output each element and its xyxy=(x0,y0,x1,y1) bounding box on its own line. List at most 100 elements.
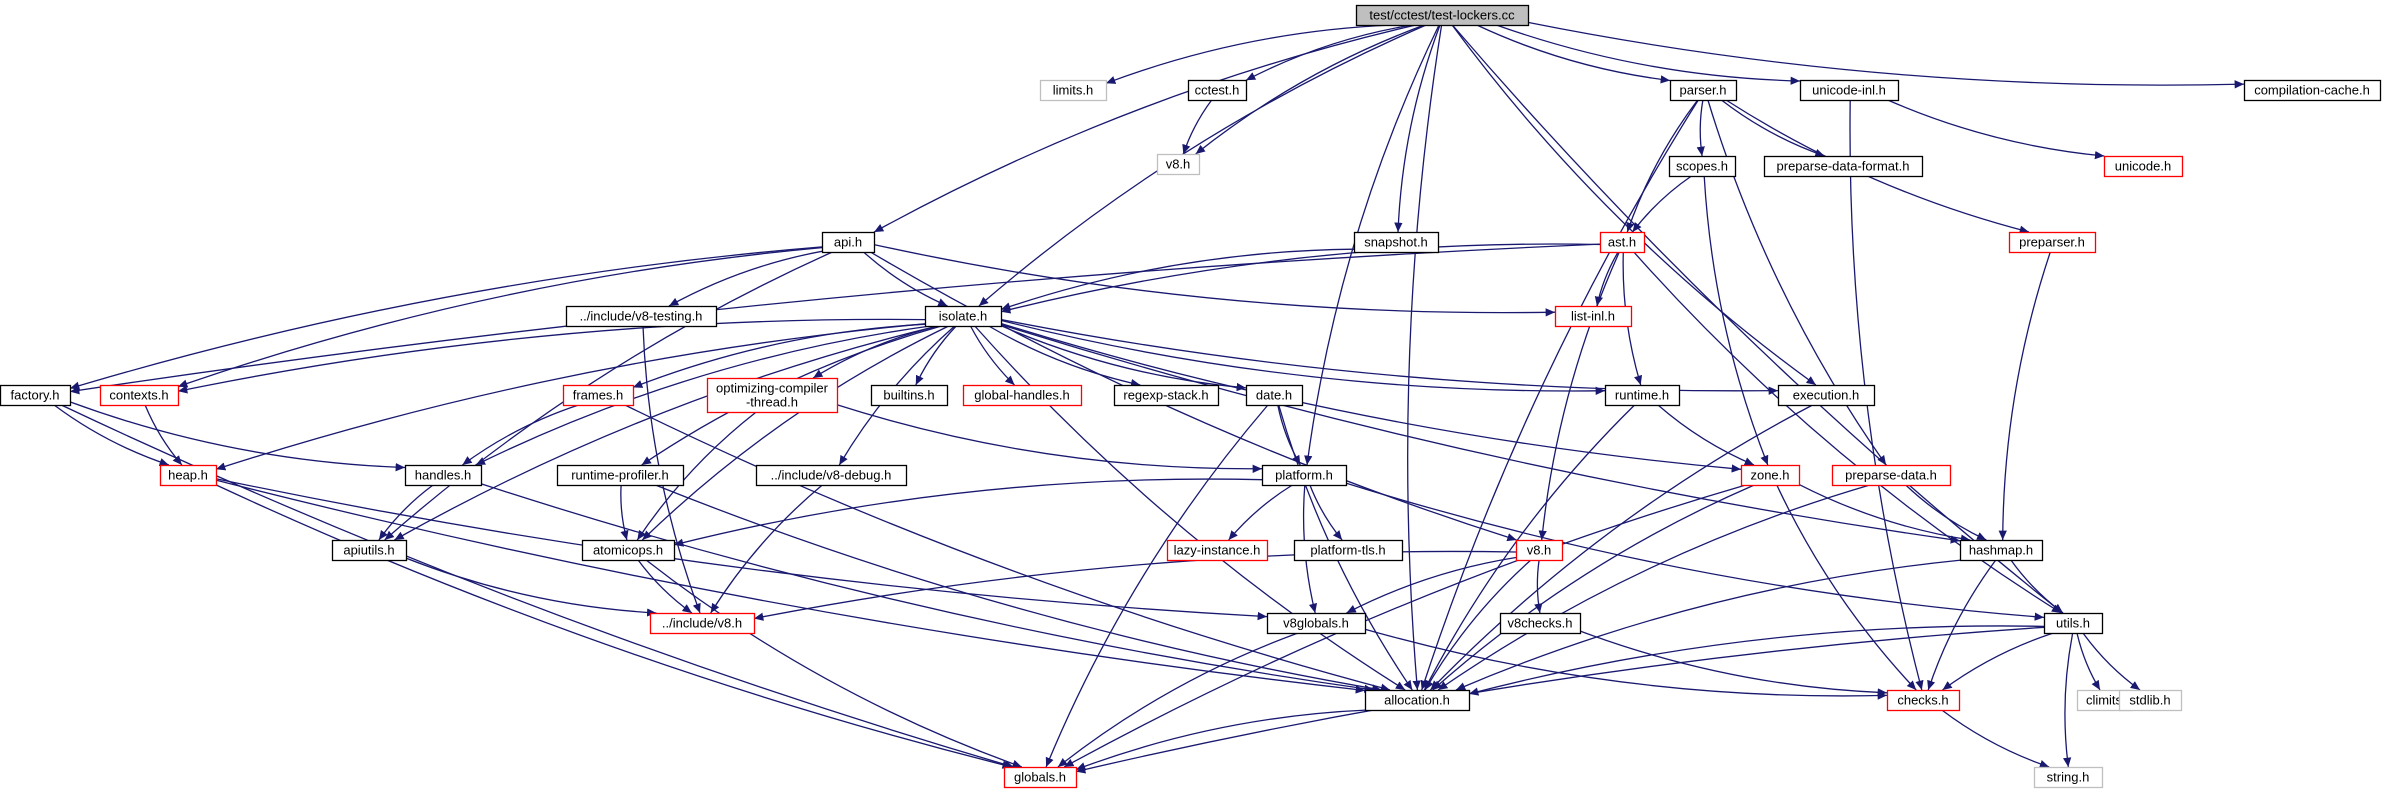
edge-preparser-to-hashmap xyxy=(1998,251,2051,541)
node-preparseformat[interactable]: preparse-data-format.h xyxy=(1763,155,1924,178)
node-label: -thread.h xyxy=(746,394,798,409)
node-box xyxy=(1799,79,1900,102)
node-heap[interactable]: heap.h xyxy=(159,464,218,487)
edge-v8debug-to-incv8 xyxy=(710,484,823,614)
node-hashmap[interactable]: hashmap.h xyxy=(1959,539,2044,562)
edge-api-to-contexts xyxy=(177,246,823,388)
node-globals[interactable]: globals.h xyxy=(1003,766,1078,789)
node-box xyxy=(2043,612,2104,635)
edge-isolate-to-apiutils xyxy=(394,325,938,541)
edge-root-to-allocation xyxy=(1407,24,1443,691)
node-label: v8.h xyxy=(1527,542,1552,557)
node-v8debug[interactable]: ../include/v8-debug.h xyxy=(755,464,908,487)
node-v8h_top[interactable]: v8.h xyxy=(1156,153,1201,176)
edge-isolate-to-hashmap xyxy=(1000,323,1961,544)
node-box xyxy=(2243,79,2382,102)
node-builtins[interactable]: builtins.h xyxy=(870,384,949,407)
node-lazyinst[interactable]: lazy-instance.h xyxy=(1166,539,1269,562)
node-label: cctest.h xyxy=(1195,82,1240,97)
node-date[interactable]: date.h xyxy=(1245,384,1304,407)
node-label: isolate.h xyxy=(939,308,987,323)
node-climits[interactable]: climits xyxy=(2076,689,2133,712)
edge-isolate-to-handles xyxy=(475,325,931,466)
node-snapshot[interactable]: snapshot.h xyxy=(1353,231,1440,254)
node-string[interactable]: string.h xyxy=(2033,766,2104,789)
node-compilation[interactable]: compilation-cache.h xyxy=(2243,79,2382,102)
edge-factory-to-globals xyxy=(61,404,1014,769)
edge-root-to-v8h_top xyxy=(1195,24,1425,155)
edge-atomicops-to-incv8 xyxy=(637,559,693,614)
node-ast[interactable]: ast.h xyxy=(1599,231,1646,254)
node-box xyxy=(581,539,676,562)
node-layer: test/cctest/test-lockers.cc limits.h v8.h c… xyxy=(0,4,2382,789)
node-unicode[interactable]: unicode.h xyxy=(2103,155,2184,178)
node-regexpstack[interactable]: regexp-stack.h xyxy=(1113,384,1220,407)
node-zone[interactable]: zone.h xyxy=(1740,464,1801,487)
node-listinl[interactable]: list-inl.h xyxy=(1554,305,1633,328)
node-label: unicode.h xyxy=(2115,158,2171,173)
node-platform[interactable]: platform.h xyxy=(1261,464,1348,487)
node-scopes[interactable]: scopes.h xyxy=(1668,155,1737,178)
node-label: atomicops.h xyxy=(593,542,663,557)
node-utils[interactable]: utils.h xyxy=(2043,612,2104,635)
edge-root-to-compilation xyxy=(1527,21,2245,89)
edge-checks-to-string xyxy=(1941,709,2050,768)
node-root[interactable]: test/cctest/test-lockers.cc xyxy=(1355,4,1530,27)
node-optcomp[interactable]: optimizing-compiler-thread.h xyxy=(706,377,839,414)
node-stdlib[interactable]: stdlib.h xyxy=(2118,689,2183,712)
node-cctest[interactable]: cctest.h xyxy=(1187,79,1248,102)
node-box xyxy=(1740,464,1801,487)
node-label: apiutils.h xyxy=(343,542,394,557)
edge-utils-to-checks xyxy=(1942,632,2054,691)
node-box xyxy=(1499,612,1582,635)
node-execution[interactable]: execution.h xyxy=(1777,384,1876,407)
node-box xyxy=(1668,155,1737,178)
edge-root-to-execution xyxy=(1451,24,1817,386)
edge-ast-to-factory xyxy=(69,243,1601,395)
edge-root-to-isolate xyxy=(978,24,1427,307)
node-unicodeinl[interactable]: unicode-inl.h xyxy=(1799,79,1900,102)
node-box xyxy=(1039,79,1108,102)
node-box xyxy=(0,384,72,407)
edge-zone-to-globals xyxy=(1063,484,1746,768)
node-contexts[interactable]: contexts.h xyxy=(99,384,180,407)
node-frames[interactable]: frames.h xyxy=(562,384,635,407)
edge-root-to-cctest xyxy=(1245,24,1413,81)
node-handles[interactable]: handles.h xyxy=(404,464,483,487)
node-v8h[interactable]: v8.h xyxy=(1515,539,1564,562)
node-limits[interactable]: limits.h xyxy=(1039,79,1108,102)
node-box xyxy=(1604,384,1681,407)
edge-date-to-globals xyxy=(1045,404,1269,768)
node-isolate[interactable]: isolate.h xyxy=(924,305,1003,328)
node-api[interactable]: api.h xyxy=(821,231,876,254)
edge-runtimeprof-to-atomicops xyxy=(620,484,629,541)
node-box xyxy=(1777,384,1876,407)
node-runtime[interactable]: runtime.h xyxy=(1604,384,1681,407)
node-v8testing[interactable]: ../include/v8-testing.h xyxy=(565,305,718,328)
edge-parser-to-preparser xyxy=(1725,99,2030,234)
edge-api-to-apiutils xyxy=(384,251,833,541)
edge-apiutils-to-incv8 xyxy=(405,557,657,617)
node-platformtls[interactable]: platform-tls.h xyxy=(1293,539,1404,562)
node-label: ../include/v8.h xyxy=(662,615,742,630)
node-apiutils[interactable]: apiutils.h xyxy=(331,539,408,562)
edge-isolate-to-regexpstack xyxy=(988,325,1141,388)
node-allocation[interactable]: allocation.h xyxy=(1364,689,1471,712)
node-label: checks.h xyxy=(1897,692,1948,707)
node-factory[interactable]: factory.h xyxy=(0,384,72,407)
node-label: lazy-instance.h xyxy=(1174,542,1261,557)
node-atomicops[interactable]: atomicops.h xyxy=(581,539,676,562)
node-runtimeprof[interactable]: runtime-profiler.h xyxy=(556,464,685,487)
node-checks[interactable]: checks.h xyxy=(1886,689,1961,712)
edge-parser-to-preparsedata xyxy=(1707,99,1887,466)
node-v8globals[interactable]: v8globals.h xyxy=(1266,612,1367,635)
node-incv8[interactable]: ../include/v8.h xyxy=(649,612,756,635)
node-globalhandles[interactable]: global-handles.h xyxy=(962,384,1083,407)
node-preparser[interactable]: preparser.h xyxy=(2008,231,2097,254)
edge-runtime-to-allocation xyxy=(1423,404,1636,691)
node-parser[interactable]: parser.h xyxy=(1669,79,1738,102)
node-label: runtime.h xyxy=(1615,387,1669,402)
node-v8checks[interactable]: v8checks.h xyxy=(1499,612,1582,635)
node-preparsedata[interactable]: preparse-data.h xyxy=(1831,464,1952,487)
edge-parser-to-preparseformat xyxy=(1721,99,1825,157)
